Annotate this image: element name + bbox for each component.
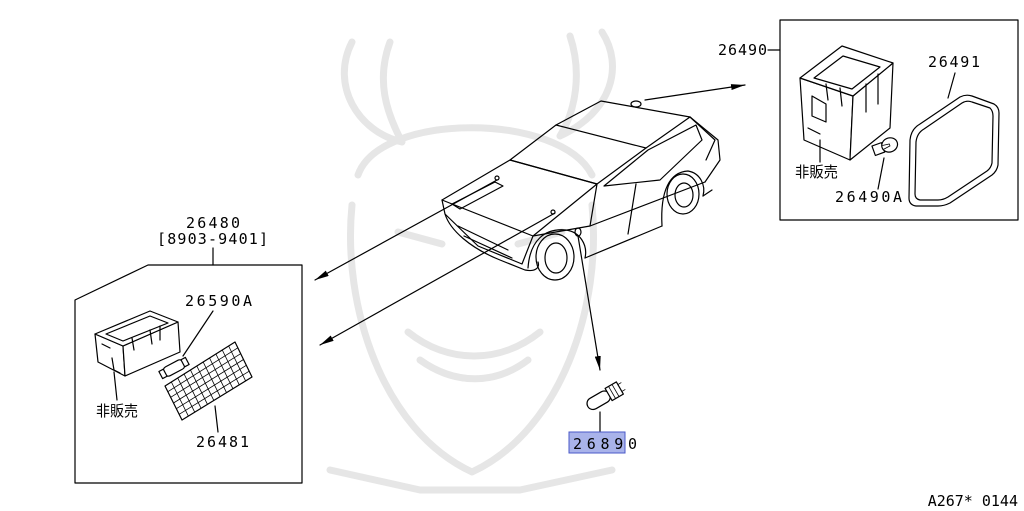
callout-26890[interactable]: 26890: [573, 435, 637, 453]
leader-26590A: [182, 310, 214, 357]
car-front-wheel: [535, 233, 575, 281]
room-lamp-housing-opening: [813, 55, 881, 90]
callout-26490A[interactable]: 26490A: [835, 188, 902, 206]
lens-grid-line: [176, 364, 247, 410]
side-marker-bulb-26890: [586, 381, 626, 411]
room-lamp-lens-inner: [914, 100, 994, 201]
watermark-emblem: [326, 28, 616, 494]
leader-not-for-sale-left: [113, 371, 118, 401]
car-hood-lamp-spot-left: [494, 175, 500, 181]
callout-26491[interactable]: 26491: [928, 53, 980, 71]
callout-26590A[interactable]: 26590A: [185, 292, 252, 310]
watermark-helmet: [354, 124, 596, 179]
car-rear-quarter: [689, 116, 721, 183]
search-highlight: [568, 431, 626, 454]
callout-26490[interactable]: 26490: [718, 41, 767, 59]
not-for-sale-note-right: 非販売: [795, 163, 838, 181]
watermark-base: [326, 466, 616, 494]
leader-26490A: [877, 157, 885, 190]
map-lamp-housing-opening: [105, 315, 169, 342]
festoon-bulb-cap-left: [158, 368, 168, 380]
lens-grid-line: [167, 347, 239, 393]
arrow-to-26480-lower: [319, 212, 556, 346]
leader-26481: [214, 405, 219, 433]
lens-grid-line: [178, 370, 250, 415]
watermark-face: [347, 201, 597, 476]
leader-26491: [947, 72, 956, 99]
room-lamp-housing-ribs: [807, 73, 879, 135]
callout-26481[interactable]: 26481: [196, 433, 249, 451]
festoon-bulb-cap-right: [180, 356, 190, 368]
car-side-window: [603, 124, 703, 187]
left-group-frame: [74, 264, 303, 484]
car-grille: [457, 225, 513, 259]
car-beltline: [589, 181, 706, 227]
room-lamp-housing-top: [799, 45, 894, 97]
car-front-wheel-hub: [544, 242, 568, 274]
left-lamp-group: [74, 247, 303, 484]
car-rear-window: [689, 116, 716, 161]
callout-26480[interactable]: 26480: [186, 214, 240, 232]
map-lamp-lens-grid: [167, 345, 250, 417]
map-lamp-housing-top: [94, 310, 179, 347]
watermark-right-horn: [556, 28, 616, 140]
callout-26480-date-range: [8903-9401]: [157, 230, 268, 248]
bulb-filament: [882, 143, 891, 150]
right-lamp-group: [767, 19, 1019, 221]
watermark-mouth: [404, 328, 544, 383]
map-lamp-housing-tabs: [101, 325, 161, 374]
watermark-left-horn: [340, 38, 406, 146]
car-rear-wheel-hub: [674, 182, 694, 208]
car-rear-wheel-arch: [661, 170, 705, 227]
car-roof: [555, 100, 691, 149]
car-headlight: [451, 181, 504, 210]
right-group-frame: [779, 19, 1019, 221]
lens-grid-line: [170, 353, 241, 398]
room-lamp-bulb-26490A: [871, 137, 899, 157]
car-illustration: [441, 100, 721, 281]
wedge-bulb-ribs: [608, 382, 626, 399]
lens-grid-line: [173, 359, 244, 404]
car-rocker: [584, 189, 713, 259]
arrow-to-26480-upper: [314, 179, 498, 281]
figure-code: A267* 0144: [928, 492, 1018, 510]
room-lamp-lens-26491: [908, 94, 1000, 207]
car-rear-wheel: [666, 173, 700, 215]
not-for-sale-note-left: 非販売: [96, 402, 138, 420]
arrow-to-26490: [644, 84, 746, 101]
car-door-line: [627, 183, 637, 235]
car-roof-lamp-spot: [630, 100, 642, 108]
map-lamp-bulb-26590A: [158, 356, 190, 380]
arrow-to-26890: [577, 235, 601, 371]
watermark-eyes: [394, 228, 566, 248]
car-front-wheel-arch: [527, 229, 587, 269]
